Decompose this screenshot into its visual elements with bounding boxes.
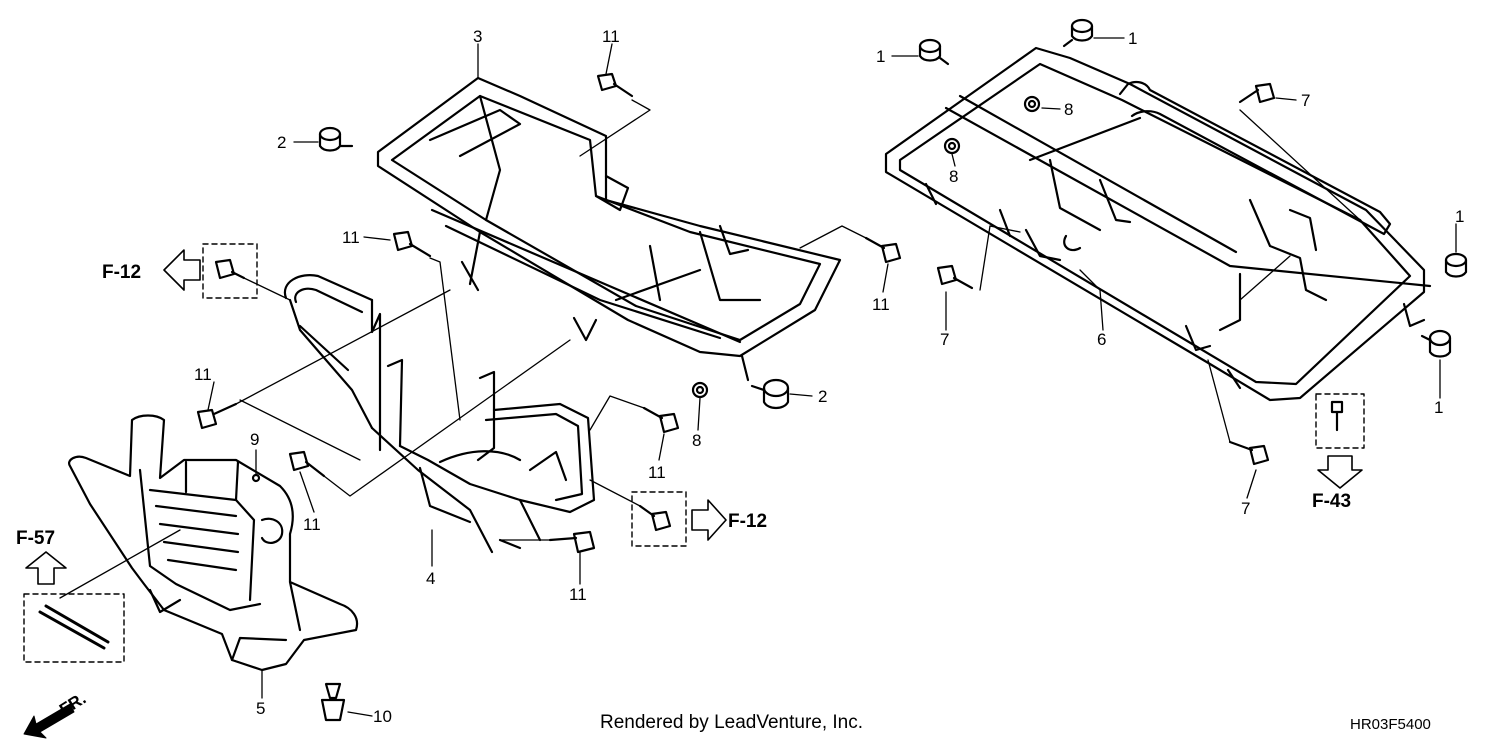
decal-part (38, 604, 110, 650)
callout-c2b[interactable]: 2 (818, 387, 827, 406)
callout-c1a[interactable]: 1 (876, 47, 885, 66)
callout-c5[interactable]: 5 (256, 699, 265, 718)
callout-c6[interactable]: 6 (1097, 330, 1106, 349)
callout-c1b[interactable]: 1 (1128, 29, 1137, 48)
rubber-bumpers (318, 18, 1468, 410)
front-carrier-rack (376, 76, 842, 382)
reference-arrows (25, 249, 1363, 585)
callout-c11b[interactable]: 11 (342, 228, 360, 247)
callout-c8c[interactable]: 8 (692, 431, 701, 450)
callout-c11d[interactable]: 11 (194, 365, 212, 384)
callout-c10[interactable]: 10 (373, 707, 392, 726)
ref-label-f12-left[interactable]: F-12 (102, 262, 141, 283)
render-credit: Rendered by LeadVenture, Inc. (600, 712, 864, 733)
callout-c8a[interactable]: 8 (1064, 100, 1073, 119)
callout-c11f[interactable]: 11 (303, 515, 321, 534)
callout-c11c[interactable]: 11 (872, 295, 890, 314)
front-guard-frame (283, 274, 596, 554)
reference-boxes (23, 243, 1365, 663)
callout-c1c[interactable]: 1 (1455, 207, 1464, 226)
fasteners (196, 72, 1344, 722)
rear-carrier-rack (884, 46, 1432, 402)
callout-c8b[interactable]: 8 (949, 167, 958, 186)
callout-c11g[interactable]: 11 (569, 585, 587, 604)
leader-lines (59, 37, 1457, 717)
callout-c7b[interactable]: 7 (940, 330, 949, 349)
callout-c7a[interactable]: 7 (1301, 91, 1310, 110)
callout-c11e[interactable]: 11 (648, 463, 666, 482)
ref-label-f12-right[interactable]: F-12 (728, 511, 767, 532)
callout-c9[interactable]: 9 (250, 430, 259, 449)
callout-c4[interactable]: 4 (426, 569, 435, 588)
front-bumper-cover (68, 414, 359, 672)
callout-c11a[interactable]: 11 (602, 27, 620, 46)
callout-c1d[interactable]: 1 (1434, 398, 1443, 417)
front-direction-arrow (23, 703, 75, 739)
callout-c3[interactable]: 3 (473, 27, 482, 46)
ref-label-f57[interactable]: F-57 (16, 528, 55, 549)
callout-c7c[interactable]: 7 (1241, 499, 1250, 518)
ref-label-f43[interactable]: F-43 (1312, 491, 1351, 512)
callout-c2a[interactable]: 2 (277, 133, 286, 152)
diagram-code: HR03F5400 (1350, 716, 1431, 733)
